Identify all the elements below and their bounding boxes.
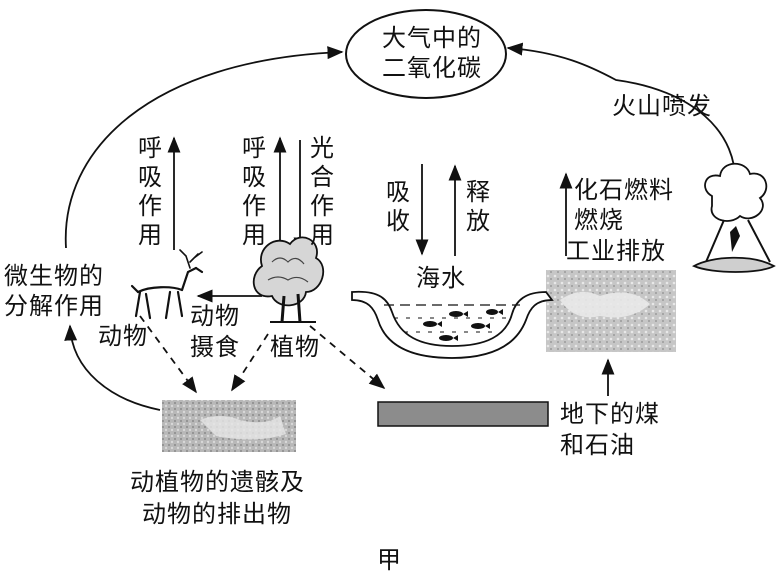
photosynthesis-label: 光合作用 — [310, 134, 334, 249]
atmosphere-label-line2: 二氧化碳 — [382, 54, 482, 82]
plant-fossil-dashed-arrow — [309, 325, 386, 390]
coal-layer — [377, 401, 549, 427]
sea-basin — [351, 290, 554, 359]
remains-label-line2: 动物的排出物 — [142, 500, 292, 528]
absorb-label: 吸收 — [386, 178, 410, 235]
volcano-arrow — [506, 42, 737, 191]
fossil-label-line1: 化石燃料 — [574, 176, 674, 204]
plant-label: 植物 — [270, 333, 320, 361]
microbe-label-line1: 微生物的 — [4, 262, 104, 290]
volcano-icon — [691, 162, 776, 273]
decomposition-arrow — [64, 46, 344, 249]
fossil-label-line2: 燃烧 — [574, 206, 624, 234]
tree-icon — [252, 236, 325, 323]
figure-caption: 甲 — [377, 546, 402, 574]
sea-label: 海水 — [416, 264, 466, 292]
animal-respiration-label: 呼吸作用 — [138, 134, 162, 249]
animal-remains-dashed-arrow — [139, 315, 197, 394]
fossil-label-line3: 工业排放 — [566, 237, 666, 265]
volcano-label: 火山喷发 — [612, 92, 712, 120]
atmosphere-ellipse — [345, 9, 507, 99]
coal-label-line2: 和石油 — [560, 431, 635, 459]
plant-remains-dashed-arrow — [231, 333, 269, 392]
deer-icon — [130, 249, 204, 320]
coal-label-line1: 地下的煤 — [560, 400, 660, 428]
plant-respiration-label: 呼吸作用 — [242, 134, 266, 249]
remains-label-line1: 动植物的遗骸及 — [130, 468, 305, 496]
animal-label: 动物 — [98, 322, 148, 350]
atmosphere-label-line1: 大气中的 — [382, 24, 482, 52]
microbe-label-line2: 分解作用 — [4, 292, 104, 320]
release-label: 释放 — [466, 178, 490, 235]
remains-to-microbe-arrow — [64, 324, 161, 411]
feeding-label-line1: 动物 — [190, 302, 240, 330]
feeding-label-line2: 摄食 — [190, 333, 240, 361]
